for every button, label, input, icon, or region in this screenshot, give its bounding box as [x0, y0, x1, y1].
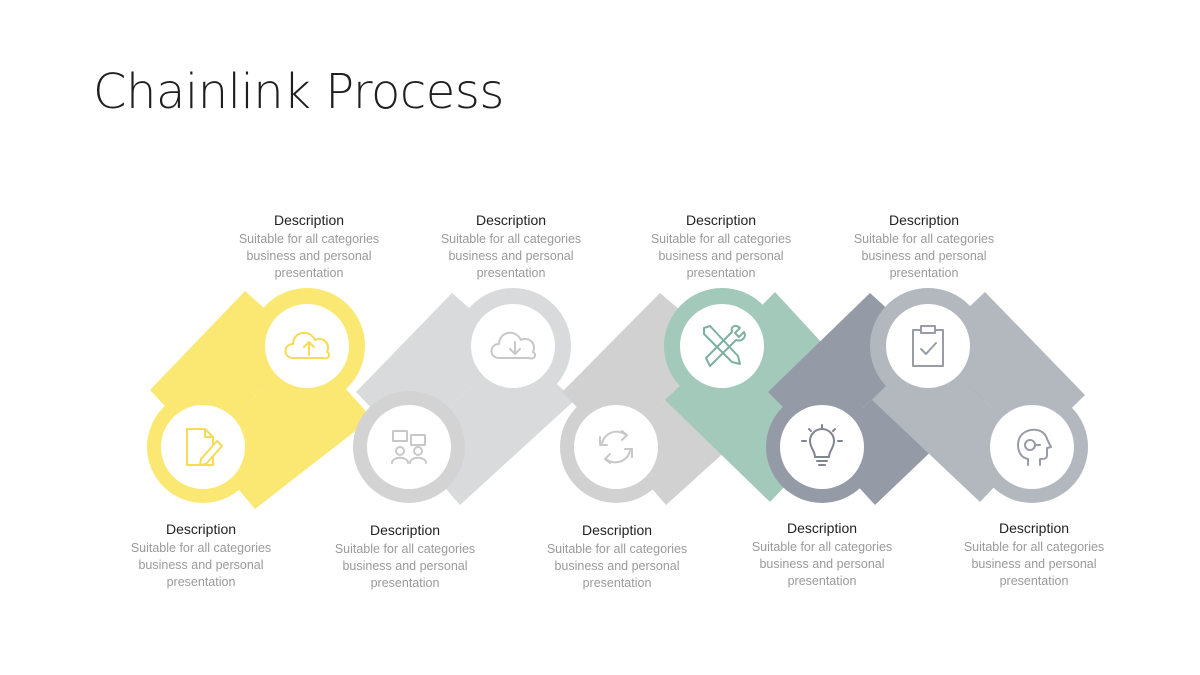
description-text: Suitable for all categories business and…	[546, 542, 688, 590]
link-segment-2	[353, 288, 575, 505]
description-text: Suitable for all categories business and…	[130, 541, 272, 589]
description-text: Suitable for all categories business and…	[650, 232, 792, 280]
description-text: Suitable for all categories business and…	[853, 232, 995, 280]
description-block-7: Description Suitable for all categories …	[737, 519, 907, 590]
description-text: Suitable for all categories business and…	[440, 232, 582, 280]
description-block-2: Description Suitable for all categories …	[224, 211, 394, 282]
description-block-8: Description Suitable for all categories …	[839, 211, 1009, 282]
description-heading: Description	[998, 520, 1070, 536]
cloud-upload-icon	[284, 331, 331, 360]
tools-icon	[703, 324, 746, 367]
description-heading: Description	[165, 521, 237, 537]
description-heading: Description	[369, 522, 441, 538]
head-idea-icon	[1017, 428, 1052, 466]
description-text: Suitable for all categories business and…	[751, 540, 893, 588]
page-title: Chainlink Process	[93, 64, 504, 120]
clipboard-check-icon	[912, 325, 944, 367]
description-block-4: Description Suitable for all categories …	[426, 211, 596, 282]
description-heading: Description	[273, 212, 345, 228]
description-heading: Description	[685, 212, 757, 228]
refresh-icon	[599, 430, 633, 464]
description-block-9: Description Suitable for all categories …	[949, 519, 1119, 590]
document-edit-icon	[186, 428, 223, 466]
link-segment-6	[870, 288, 1088, 503]
lightbulb-icon	[801, 424, 843, 466]
description-text: Suitable for all categories business and…	[334, 542, 476, 590]
description-heading: Description	[786, 520, 858, 536]
description-heading: Description	[581, 522, 653, 538]
description-heading: Description	[475, 212, 547, 228]
cloud-download-icon	[490, 331, 537, 360]
description-text: Suitable for all categories business and…	[238, 232, 380, 280]
description-text: Suitable for all categories business and…	[963, 540, 1105, 588]
description-block-1: Description Suitable for all categories …	[116, 520, 286, 591]
description-heading: Description	[888, 212, 960, 228]
team-discussion-icon	[391, 430, 427, 464]
description-block-5: Description Suitable for all categories …	[532, 521, 702, 592]
description-block-6: Description Suitable for all categories …	[636, 211, 806, 282]
description-block-3: Description Suitable for all categories …	[320, 521, 490, 592]
